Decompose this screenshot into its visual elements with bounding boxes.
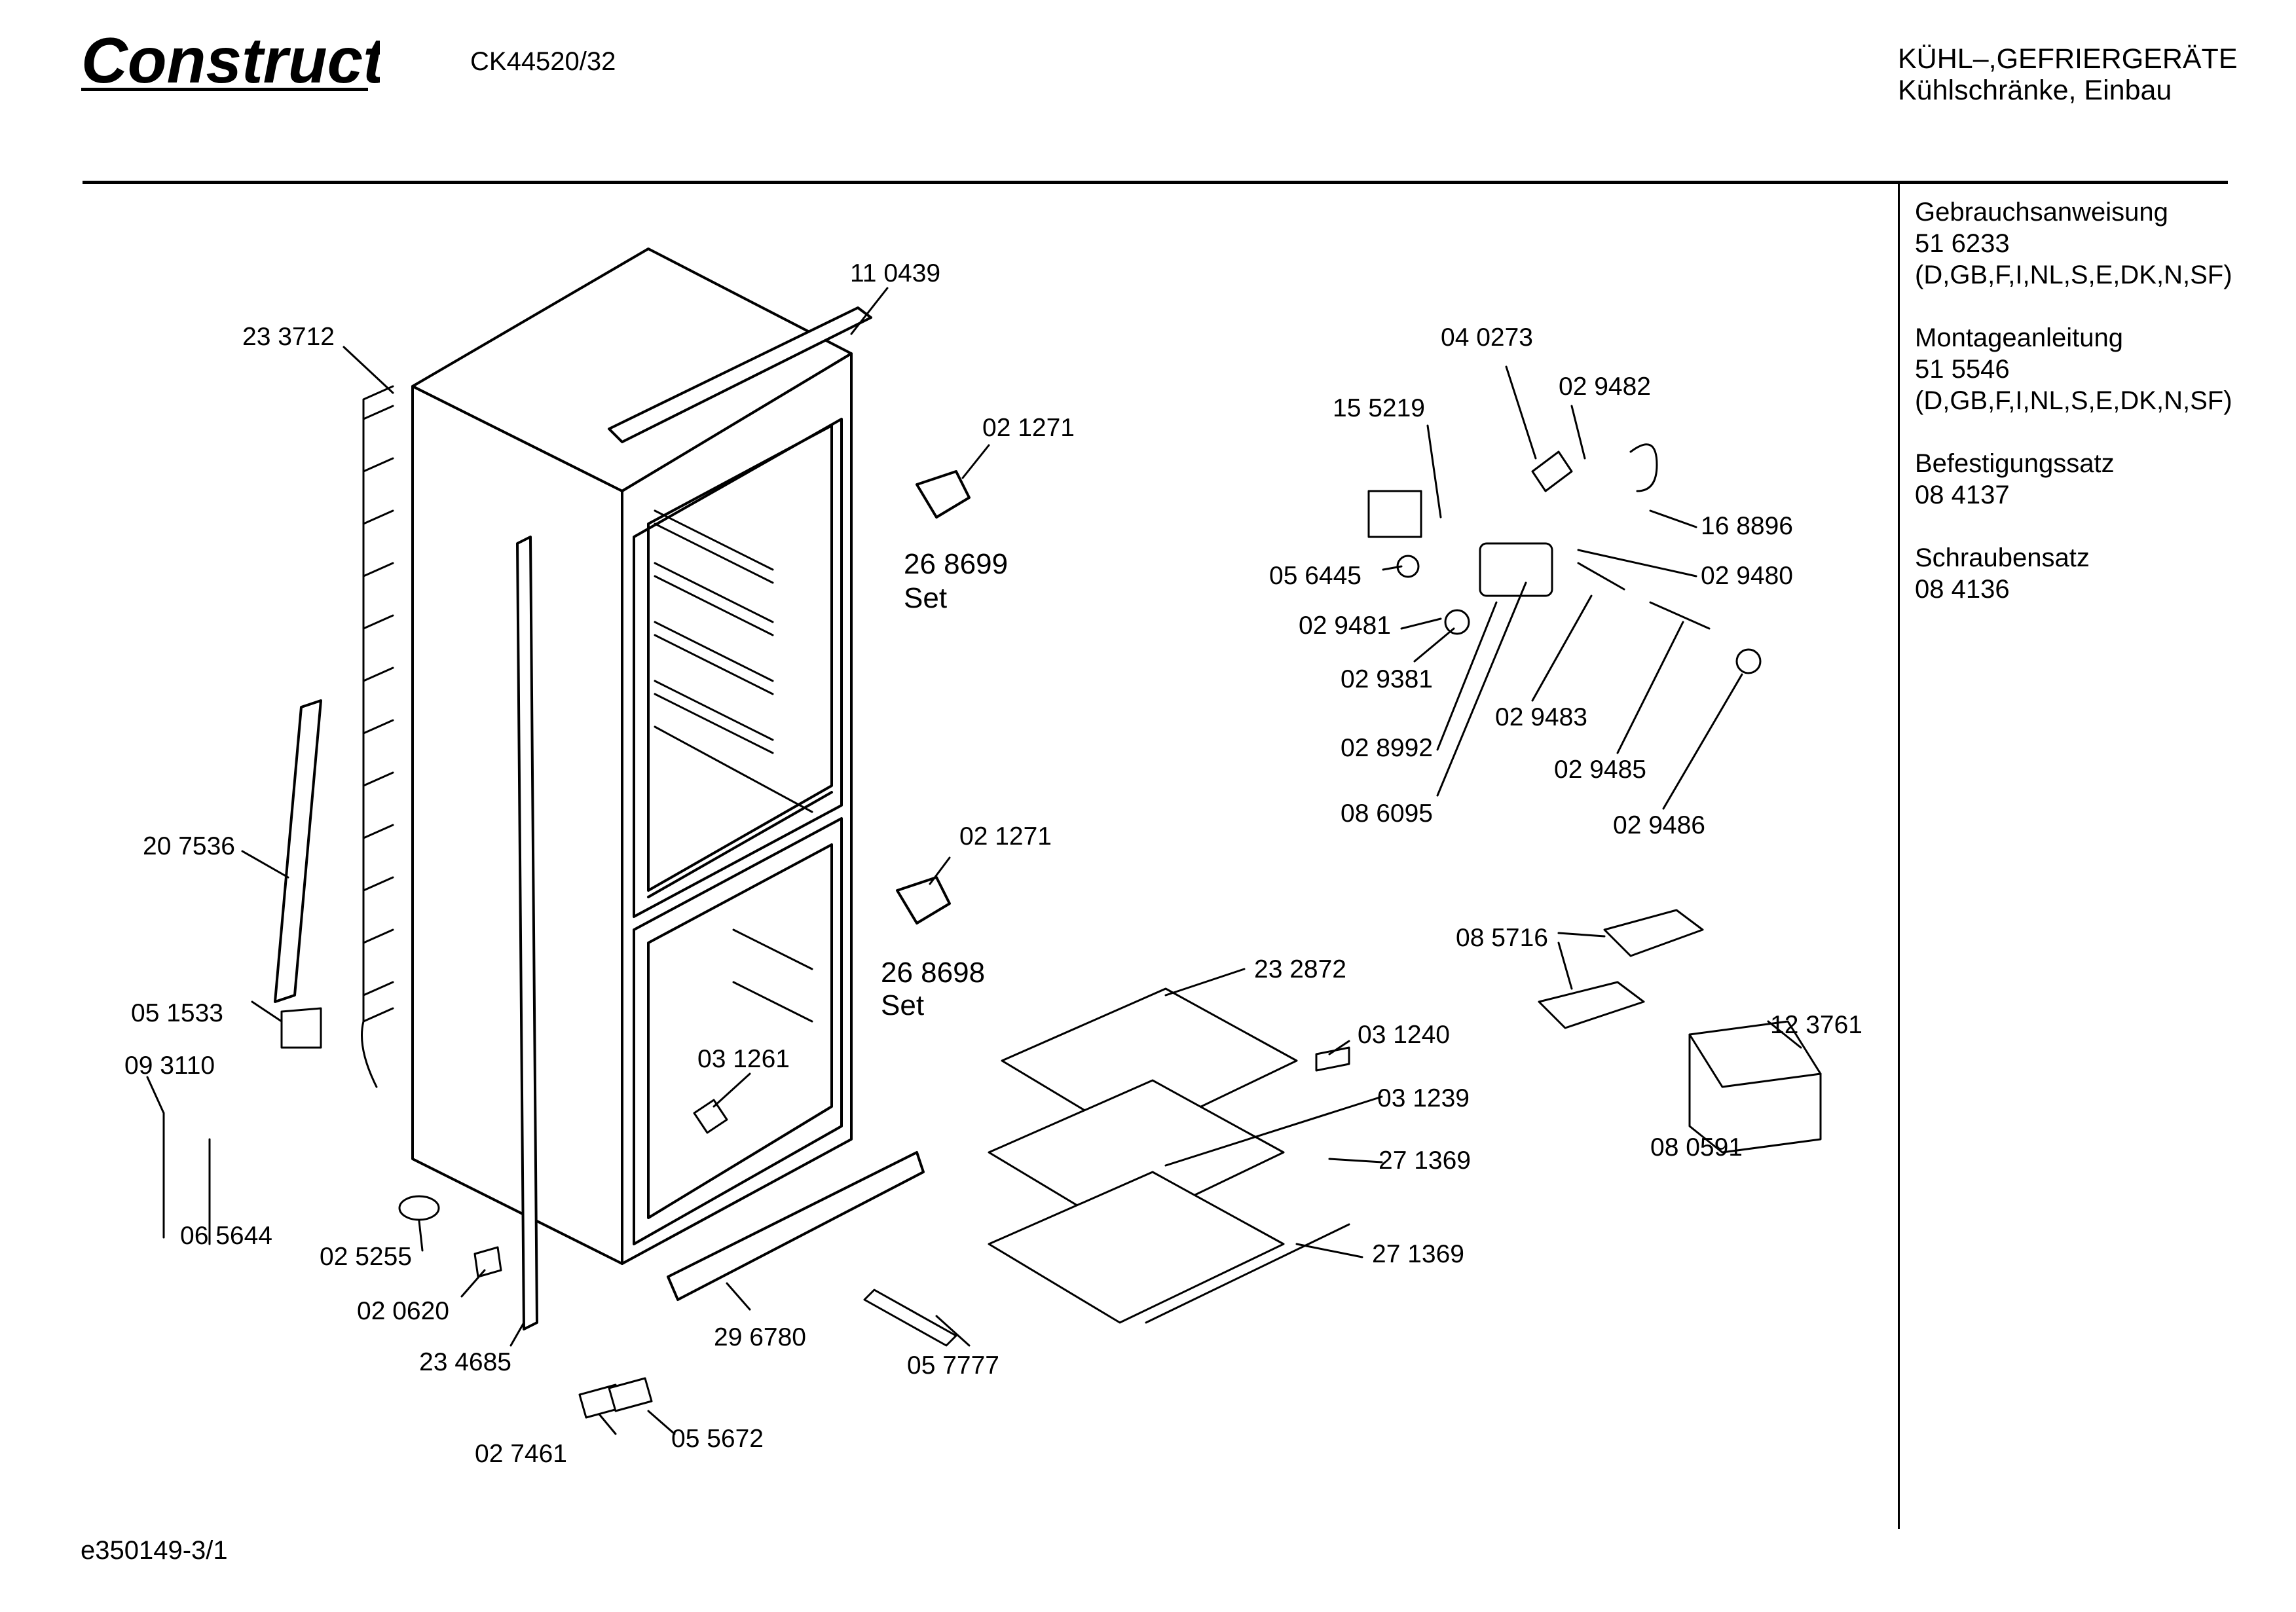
part-label: 02 9482: [1559, 373, 1651, 401]
part-label: 02 8992: [1341, 734, 1433, 762]
model-number: CK44520/32: [470, 47, 616, 76]
part-label: 06 5644: [180, 1222, 272, 1250]
hinge-lower: [896, 876, 951, 925]
cabinet-body: [411, 247, 853, 1265]
part-label: 03 1261: [697, 1045, 790, 1073]
thermostat-assembly: [1367, 443, 1762, 674]
category-line-2: Kühlschränke, Einbau: [1898, 75, 2172, 106]
part-label: 16 8896: [1701, 512, 1793, 540]
doc-title: Montageanleitung: [1915, 323, 2124, 352]
part-label: 08 5716: [1456, 924, 1548, 952]
part-label: 02 1271: [959, 822, 1052, 851]
part-label: 02 5255: [320, 1243, 412, 1271]
brand-underline: [81, 88, 368, 91]
part-label: 02 1271: [982, 414, 1075, 442]
part-label: 15 5219: [1333, 394, 1425, 422]
leader-lines: [146, 287, 1802, 1435]
ice-packs: [1538, 909, 1704, 1029]
part-labels: 11 0439 23 3712 02 1271 26 8699 Set 02 1…: [124, 259, 1862, 1468]
condenser-panel: [361, 385, 394, 1088]
part-label: 29 6780: [714, 1323, 806, 1351]
part-label: 03 1239: [1377, 1084, 1470, 1112]
category-block: KÜHL–,GEFRIERGERÄTE Kühlschränke, Einbau: [1898, 43, 2251, 106]
part-label: 23 4685: [419, 1348, 511, 1376]
part-label: Set: [881, 989, 924, 1021]
doc-title: Schraubensatz: [1915, 543, 2090, 572]
header-rule: [83, 181, 2228, 184]
part-label: 05 1533: [131, 999, 223, 1027]
part-label: 02 9483: [1495, 703, 1587, 731]
doc-languages: (D,GB,F,I,NL,S,E,DK,N,SF): [1915, 261, 2232, 289]
part-label: 20 7536: [143, 832, 235, 860]
part-label: 02 9480: [1701, 562, 1793, 590]
part-label: 11 0439: [850, 259, 940, 287]
part-label: 03 1240: [1358, 1021, 1450, 1049]
side-strip: [516, 536, 538, 1330]
doc-code: 51 5546: [1915, 355, 2010, 384]
evaporator-racks: [988, 987, 1350, 1324]
doc-title: Befestigungssatz: [1915, 449, 2115, 478]
small-parts: [162, 1007, 1350, 1419]
part-label: 27 1369: [1372, 1240, 1464, 1268]
doc-code: 51 6233: [1915, 229, 2010, 258]
part-label: 02 7461: [475, 1440, 567, 1468]
part-label: 05 6445: [1269, 562, 1361, 590]
doc-code: 08 4137: [1915, 481, 2010, 509]
doc-group-screw-set: Schraubensatz 08 4136: [1915, 542, 2282, 605]
bottom-rail: [667, 1151, 925, 1301]
doc-languages: (D,GB,F,I,NL,S,E,DK,N,SF): [1915, 386, 2232, 415]
part-label: 09 3110: [124, 1052, 215, 1080]
part-label: 04 0273: [1441, 323, 1533, 352]
sidebar-rule: [1898, 183, 1900, 1529]
seal-strip: [274, 699, 322, 1003]
part-label: 02 9486: [1613, 811, 1705, 839]
category-line-1: KÜHL–,GEFRIERGERÄTE: [1898, 43, 2238, 75]
part-label: 23 2872: [1254, 955, 1346, 983]
part-label: 23 3712: [242, 323, 335, 351]
top-rail: [608, 306, 872, 443]
brand-logo: Constructa: [81, 24, 380, 96]
part-label: 02 9485: [1554, 756, 1646, 784]
part-label: 26 8698: [881, 957, 985, 989]
part-label: 05 7777: [907, 1351, 999, 1380]
doc-title: Gebrauchsanweisung: [1915, 198, 2168, 227]
brand-logo-text: Constructa: [81, 24, 380, 96]
document-references: Gebrauchsanweisung 51 6233 (D,GB,F,I,NL,…: [1915, 196, 2282, 636]
part-label: Set: [904, 582, 947, 614]
part-label: 02 9481: [1299, 612, 1391, 640]
shelf-supports: [654, 509, 813, 1023]
ice-tray: [1688, 1020, 1822, 1154]
part-label: 05 5672: [671, 1425, 764, 1453]
part-label: 26 8699: [904, 548, 1008, 580]
part-label: 27 1369: [1379, 1146, 1471, 1175]
hinge-upper: [916, 470, 971, 519]
part-label: 02 9381: [1341, 665, 1433, 693]
doc-code: 08 4136: [1915, 575, 2010, 604]
doc-group-installation: Montageanleitung 51 5546 (D,GB,F,I,NL,S,…: [1915, 322, 2282, 416]
doc-group-manual: Gebrauchsanweisung 51 6233 (D,GB,F,I,NL,…: [1915, 196, 2282, 291]
part-label: 08 6095: [1341, 799, 1433, 828]
part-label: 08 0591: [1650, 1133, 1743, 1162]
drawing-id: e350149-3/1: [81, 1536, 228, 1565]
part-label: 02 0620: [357, 1297, 449, 1325]
doc-group-fixing-kit: Befestigungssatz 08 4137: [1915, 448, 2282, 511]
part-label: 12 3761: [1770, 1011, 1862, 1039]
